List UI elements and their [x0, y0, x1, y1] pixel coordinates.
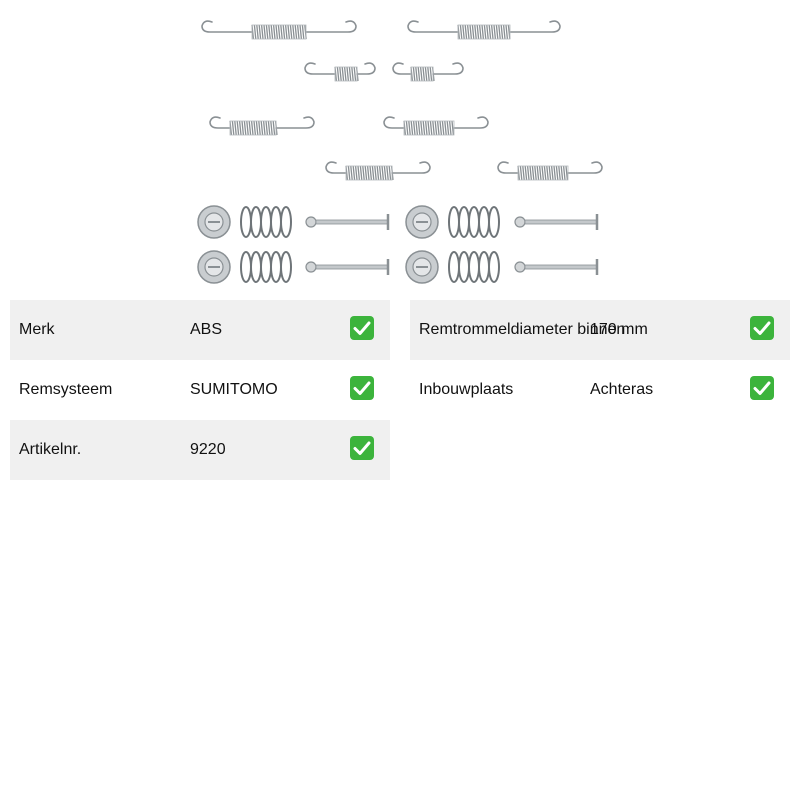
spec-row-artikelnr: Artikelnr. 9220 [10, 420, 390, 480]
hold-down-coil [260, 251, 272, 283]
hold-down-coil [250, 251, 262, 283]
hold-down-coil [478, 251, 490, 283]
tension-spring [304, 62, 376, 82]
tension-spring [497, 161, 603, 181]
hold-down-pin-shaft [315, 219, 389, 225]
spec-row-inbouwplaats: Inbouwplaats Achteras [410, 360, 790, 420]
spec-row-remtrommeldiameter: Remtrommeldiameter binnen 170 mm [410, 300, 790, 360]
spec-row-merk: Merk ABS [10, 300, 390, 360]
spec-value: 170 mm [590, 321, 648, 338]
hold-down-coil [488, 251, 500, 283]
hold-down-pin-head [305, 261, 317, 273]
hold-down-pin-shaft [524, 219, 598, 225]
hold-down-coil [458, 251, 470, 283]
spec-value: Achteras [590, 381, 654, 398]
check-icon [750, 316, 774, 340]
brake-spring-kit-photo [197, 20, 603, 284]
spec-label: Inbouwplaats [419, 381, 514, 398]
hold-down-pin-shaft [524, 264, 598, 270]
tension-spring [383, 116, 489, 136]
tension-spring [407, 20, 561, 40]
spec-row-remsysteem: Remsysteem SUMITOMO [10, 360, 390, 420]
spec-label: Remsysteem [19, 381, 113, 398]
spec-value: ABS [190, 321, 223, 338]
spec-label: Merk [19, 321, 55, 338]
hold-down-coil [250, 206, 262, 238]
check-icon [750, 376, 774, 400]
check-icon [350, 316, 374, 340]
tension-spring [325, 161, 431, 181]
tension-spring [209, 116, 315, 136]
hold-down-pin-shaft [315, 264, 389, 270]
spec-value: SUMITOMO [190, 381, 278, 398]
tension-spring [201, 20, 357, 40]
hold-down-coil [488, 206, 500, 238]
hold-down-coil [270, 206, 282, 238]
hold-down-pin-head [305, 216, 317, 228]
hold-down-coil [260, 206, 272, 238]
hold-down-coil [448, 251, 460, 283]
hold-down-coil [458, 206, 470, 238]
hold-down-coil [280, 251, 292, 283]
spec-label: Artikelnr. [19, 441, 82, 458]
check-icon [350, 436, 374, 460]
hold-down-coil [478, 206, 490, 238]
spec-table-right: Remtrommeldiameter binnen 170 mm Inbouwp… [410, 300, 790, 420]
hold-down-coil [240, 251, 252, 283]
hold-down-pin-head [514, 216, 526, 228]
hold-down-coil [240, 206, 252, 238]
tension-spring [392, 62, 464, 82]
hold-down-coil [448, 206, 460, 238]
spec-table-left: Merk ABS Remsysteem SUMITOMO Artikelnr. … [10, 300, 390, 480]
hold-down-pin-head [514, 261, 526, 273]
hold-down-coil [280, 206, 292, 238]
spec-label: Remtrommeldiameter binnen [419, 321, 626, 338]
spec-value: 9220 [190, 441, 226, 458]
hold-down-coil [468, 206, 480, 238]
hold-down-coil [270, 251, 282, 283]
hold-down-coil [468, 251, 480, 283]
product-image [190, 10, 610, 292]
check-icon [350, 376, 374, 400]
